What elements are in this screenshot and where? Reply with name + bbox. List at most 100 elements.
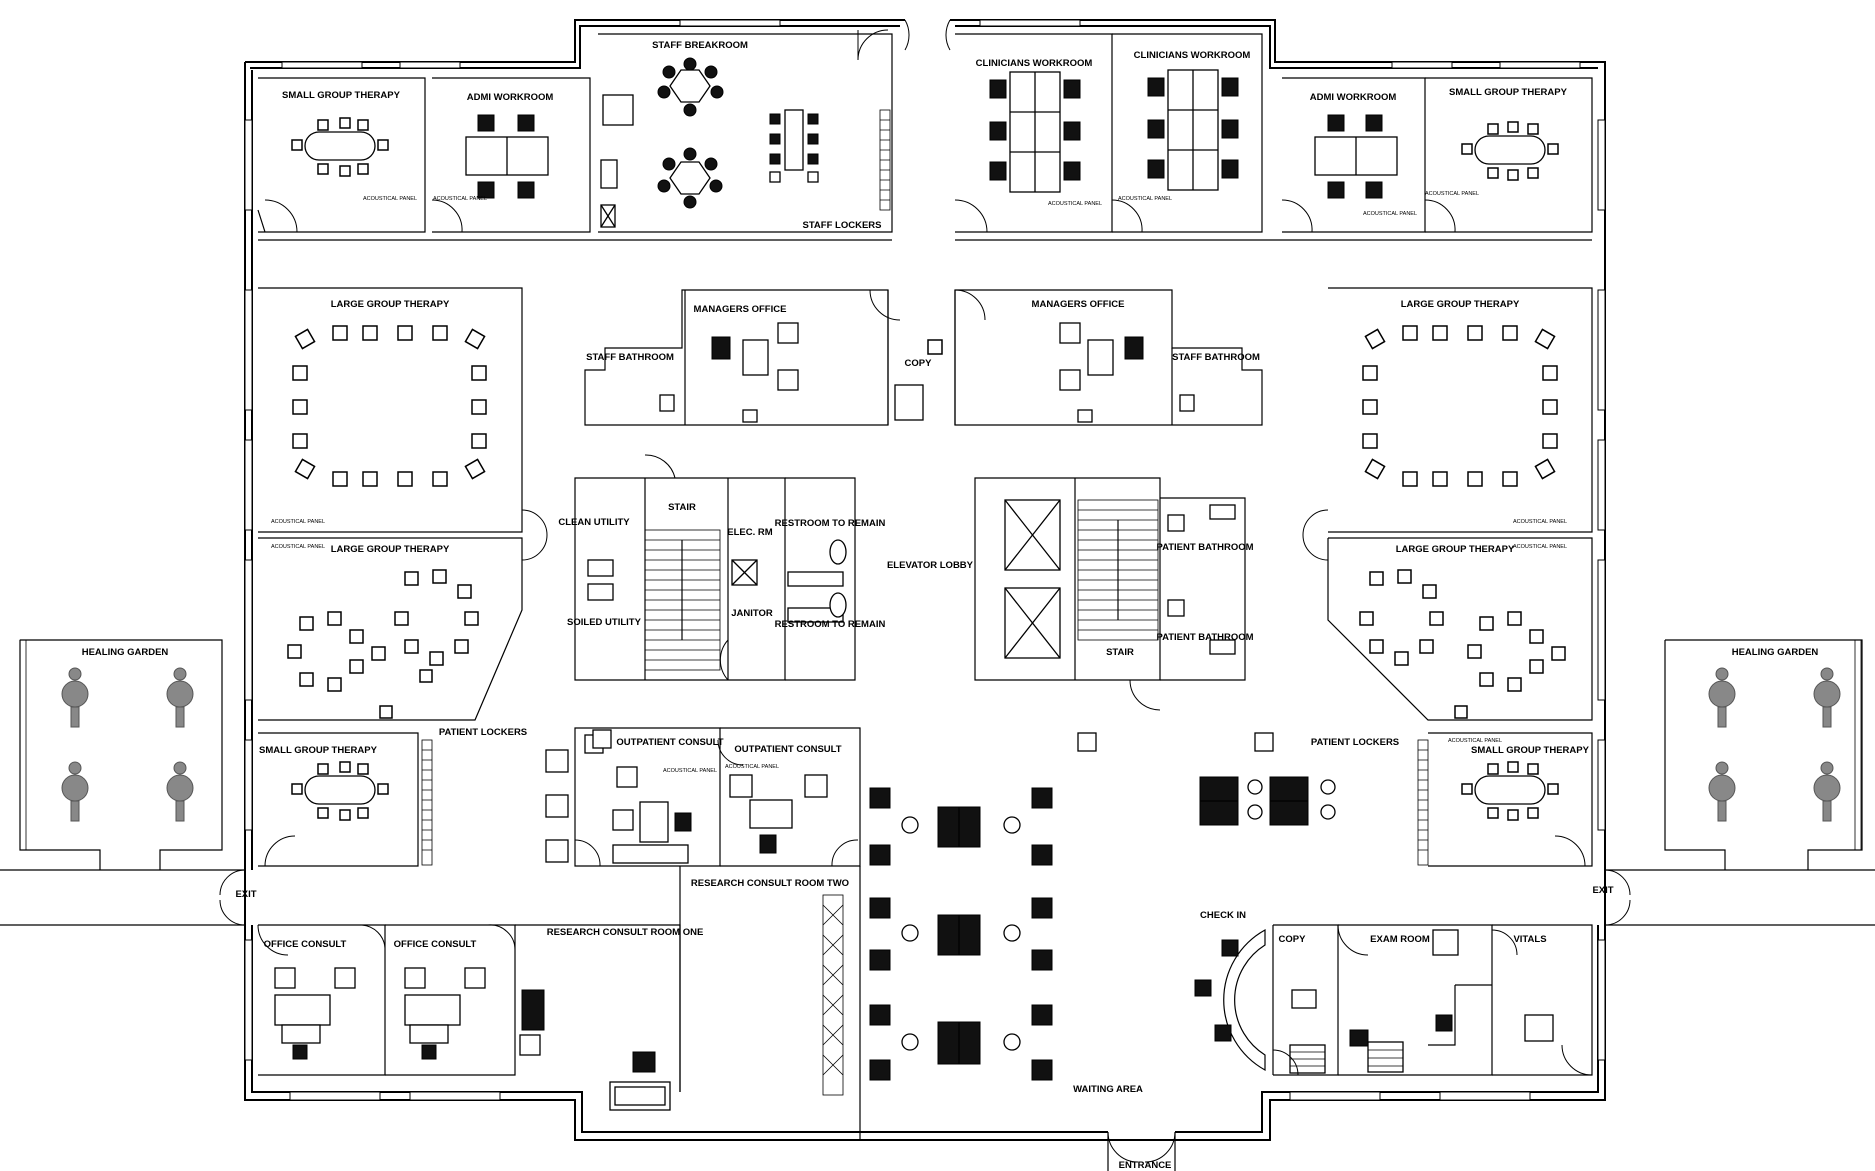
small-group-therapy-se: SMALL GROUP THERAPY ACOUSTICAL PANEL (1417, 732, 1593, 867)
exit-e-label: EXIT (1592, 885, 1613, 896)
acoustical-panel-note-2: ACOUSTICAL PANEL (433, 196, 487, 202)
west-core: CLEAN UTILITY SOILED UTILITY STAIR ELEC.… (558, 454, 886, 681)
staff-lockers-label: STAFF LOCKERS (803, 220, 882, 231)
chair-circle (287, 611, 386, 692)
chair-circle (1359, 569, 1444, 666)
managers-office-e-label: MANAGERS OFFICE (1032, 299, 1125, 310)
acoustical-panel-note-7: ACOUSTICAL PANEL (271, 519, 325, 525)
janitor-label: JANITOR (731, 608, 773, 619)
small-group-therapy-se-label: SMALL GROUP THERAPY (1471, 745, 1590, 756)
small-group-therapy-ne: SMALL GROUP THERAPY ACOUSTICAL PANEL (1425, 87, 1568, 197)
small-group-therapy-nw-label: SMALL GROUP THERAPY (282, 90, 401, 101)
managers-offices: MANAGERS OFFICE MANAGERS OFFICE STAFF BA… (584, 289, 1263, 426)
exit-w-label: EXIT (235, 889, 256, 900)
vitals-label: VITALS (1513, 934, 1546, 945)
large-group-therapy-e1-label: LARGE GROUP THERAPY (1401, 299, 1520, 310)
stair-w-label: STAIR (668, 502, 696, 513)
acoustical-panel-note-10: ACOUSTICAL PANEL (1513, 544, 1567, 550)
north-rooms (257, 33, 1593, 241)
acoustical-panel-note-5: ACOUSTICAL PANEL (1363, 211, 1417, 217)
waiting-area-label: WAITING AREA (1073, 1084, 1143, 1095)
restroom-1-label: RESTROOM TO REMAIN (775, 518, 886, 529)
patient-bathroom-2-label: PATIENT BATHROOM (1156, 632, 1253, 643)
healing-garden-w-label: HEALING GARDEN (82, 647, 169, 658)
acoustical-panel-note-11: ACOUSTICAL PANEL (663, 768, 717, 774)
clinicians-workroom-2-label: CLINICIANS WORKROOM (1134, 50, 1251, 61)
staff-bathroom-e-label: STAFF BATHROOM (1172, 352, 1260, 363)
tree-icon (1708, 667, 1736, 728)
east-core: ELEVATOR LOBBY PATIENT BATHROOM PATIENT … (887, 477, 1254, 711)
acoustical-panel-note-8: ACOUSTICAL PANEL (271, 544, 325, 550)
elec-rm-label: ELEC. RM (727, 527, 772, 538)
tree-icon (166, 761, 194, 822)
small-group-therapy-ne-label: SMALL GROUP THERAPY (1449, 87, 1568, 98)
acoustical-panel-note-12: ACOUSTICAL PANEL (725, 764, 779, 770)
acoustical-panel-note-6: ACOUSTICAL PANEL (1425, 191, 1479, 197)
north-doors (264, 19, 1456, 233)
research-consult-one-label: RESEARCH CONSULT ROOM ONE (547, 927, 704, 938)
soiled-utility-label: SOILED UTILITY (567, 617, 642, 628)
office-consult-1-label: OFFICE CONSULT (264, 939, 347, 950)
waiting-table-group (869, 1004, 1053, 1081)
acoustical-panel-note: ACOUSTICAL PANEL (363, 196, 417, 202)
clinicians-workroom-1-label: CLINICIANS WORKROOM (976, 58, 1093, 69)
tree-icon (61, 667, 89, 728)
waiting-area: WAITING AREA PATIENT LOCKERS (869, 732, 1399, 1095)
outpatient-consults: OUTPATIENT CONSULT OUTPATIENT CONSULT AC… (545, 727, 861, 867)
office-consult-2-label: OFFICE CONSULT (394, 939, 477, 950)
west-large-group-rooms: LARGE GROUP THERAPY LARGE GROUP THERAPY … (258, 287, 548, 721)
sw-offices: OFFICE CONSULT OFFICE CONSULT RESEARCH C… (257, 924, 704, 1111)
waiting-table-group (869, 897, 1053, 971)
tree-icon (61, 761, 89, 822)
check-in-label: CHECK IN (1200, 910, 1246, 921)
outpatient-consult-1-label: OUTPATIENT CONSULT (616, 737, 723, 748)
large-group-therapy-w1-label: LARGE GROUP THERAPY (331, 299, 450, 310)
staff-breakroom: STAFF BREAKROOM STAFF LOCKERS (600, 40, 891, 231)
patient-lockers-w-label: PATIENT LOCKERS (439, 727, 527, 738)
chair-circle (394, 569, 479, 666)
entrance-label: ENTRANCE (1119, 1160, 1172, 1171)
admi-workroom-w: ADMI WORKROOM ACOUSTICAL PANEL (433, 92, 553, 202)
admi-workroom-e-label: ADMI WORKROOM (1310, 92, 1397, 103)
small-group-therapy-nw: SMALL GROUP THERAPY ACOUSTICAL PANEL (282, 90, 417, 202)
tree-icon (1813, 667, 1841, 728)
staff-breakroom-label: STAFF BREAKROOM (652, 40, 748, 51)
restroom-2-label: RESTROOM TO REMAIN (775, 619, 886, 630)
east-large-group-rooms: LARGE GROUP THERAPY LARGE GROUP THERAPY … (1302, 287, 1593, 721)
acoustical-panel-note-3: ACOUSTICAL PANEL (1048, 201, 1102, 207)
healing-garden-e-label: HEALING GARDEN (1732, 647, 1819, 658)
entrance-doors[interactable]: ENTRANCE (1107, 1131, 1176, 1171)
copy-center-label: COPY (905, 358, 933, 369)
admi-workroom-w-label: ADMI WORKROOM (467, 92, 554, 103)
tree-icon (1813, 761, 1841, 822)
small-group-therapy-sw: SMALL GROUP THERAPY PATIENT LOCKERS (258, 727, 527, 867)
large-group-therapy-e2-label: LARGE GROUP THERAPY (1396, 544, 1515, 555)
staff-bathroom-w-label: STAFF BATHROOM (586, 352, 674, 363)
patient-bathroom-1-label: PATIENT BATHROOM (1156, 542, 1253, 553)
copy-se-label: COPY (1279, 934, 1307, 945)
acoustical-panel-note-4: ACOUSTICAL PANEL (1118, 196, 1172, 202)
small-group-therapy-sw-label: SMALL GROUP THERAPY (259, 745, 378, 756)
windows (244, 19, 1606, 1101)
chair-circle (1467, 611, 1566, 692)
admi-workroom-e: ADMI WORKROOM ACOUSTICAL PANEL (1310, 92, 1417, 217)
research-consult-two-label: RESEARCH CONSULT ROOM TWO (691, 878, 849, 889)
patient-lockers-e-label: PATIENT LOCKERS (1311, 737, 1399, 748)
exit-door-east[interactable]: EXIT (1592, 869, 1631, 926)
clinicians-workroom-1: CLINICIANS WORKROOM ACOUSTICAL PANEL (976, 58, 1102, 207)
research-consult-two: RESEARCH CONSULT ROOM TWO (679, 866, 861, 1140)
clinicians-workroom-2: CLINICIANS WORKROOM ACOUSTICAL PANEL (1118, 50, 1250, 202)
exit-door-west[interactable]: EXIT (219, 869, 257, 926)
outpatient-consult-2-label: OUTPATIENT CONSULT (734, 744, 841, 755)
tree-icon (166, 667, 194, 728)
healing-garden-east: HEALING GARDEN (1664, 639, 1863, 870)
healing-garden-west: HEALING GARDEN (19, 639, 223, 870)
exam-room-label: EXAM ROOM (1370, 934, 1430, 945)
clean-utility-label: CLEAN UTILITY (558, 517, 630, 528)
elevator-lobby-label: ELEVATOR LOBBY (887, 560, 974, 571)
tree-icon (1708, 761, 1736, 822)
stair-e-label: STAIR (1106, 647, 1134, 658)
large-group-therapy-w2-label: LARGE GROUP THERAPY (331, 544, 450, 555)
managers-office-w-label: MANAGERS OFFICE (694, 304, 787, 315)
